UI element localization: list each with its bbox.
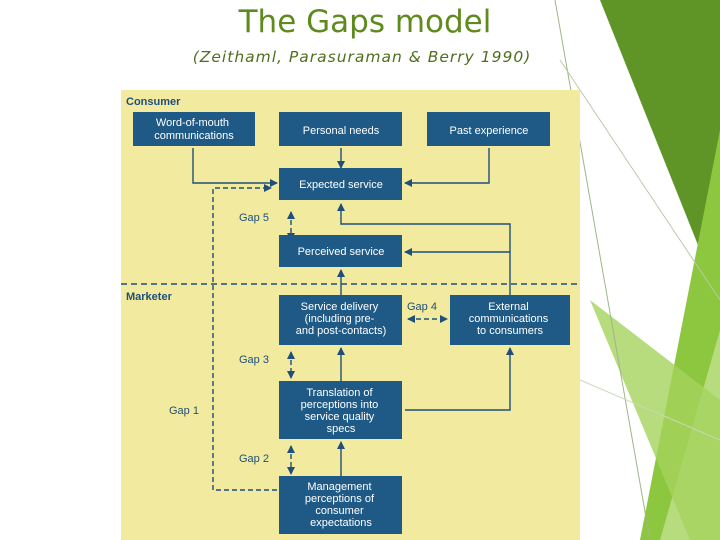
svg-text:Management perceptions o: Management perceptions of consumer expec… <box>305 481 377 529</box>
box-perceived-service-line-1: Perceived service <box>298 246 385 258</box>
deco-dark-green-shape <box>600 0 720 300</box>
box-service-delivery-line-3: and post-contacts) <box>296 325 387 337</box>
box-translation: Translation of perceptions into service … <box>279 381 402 439</box>
gap4-label: Gap 4 <box>407 301 437 313</box>
box-translation-line-3: service quality <box>305 411 375 423</box>
box-service-delivery-line-2: (including pre- <box>305 313 375 325</box>
svg-text:Service delivery (includ: Service delivery (including pre- and pos… <box>296 301 387 337</box>
arrow-past-experience-to-expected <box>404 148 490 187</box>
box-service-delivery: Service delivery (including pre- and pos… <box>279 295 402 345</box>
box-management-perceptions-line-1: Management <box>307 481 371 493</box>
deco-mid-green-shape <box>590 300 720 540</box>
svg-text:Past experience: Past experience <box>450 125 529 137</box>
box-expected-service: Expected service <box>279 168 402 200</box>
box-past-experience-line-1: Past experience <box>450 125 529 137</box>
box-external-communications-line-3: to consumers <box>477 325 544 337</box>
box-management-perceptions-line-4: expectations <box>310 517 372 529</box>
gap3-label: Gap 3 <box>239 354 269 366</box>
gap-connectors <box>212 184 448 491</box>
deco-line-3 <box>579 379 720 441</box>
box-translation-line-2: perceptions into <box>301 399 379 411</box>
marketer-label: Marketer <box>126 291 173 303</box>
box-past-experience: Past experience <box>427 112 550 146</box>
slide-subtitle: (Zeithaml, Parasuraman & Berry 1990) <box>192 48 532 66</box>
box-word-of-mouth-line-2: communications <box>154 130 234 142</box>
gap5-label: Gap 5 <box>239 212 269 224</box>
box-word-of-mouth: Word-of-mouth communications <box>133 112 255 146</box>
box-personal-needs: Personal needs <box>279 112 402 146</box>
svg-text:Translation of perceptio: Translation of perceptions into service … <box>301 387 382 435</box>
box-word-of-mouth-line-1: Word-of-mouth <box>156 117 229 129</box>
gap1-label: Gap 1 <box>169 405 199 417</box>
box-external-communications-line-2: communications <box>469 313 549 325</box>
svg-text:External communications: External communications to consumers <box>469 301 552 337</box>
box-management-perceptions-line-2: perceptions of <box>305 493 375 505</box>
box-management-perceptions: Management perceptions of consumer expec… <box>279 476 402 534</box>
box-perceived-service: Perceived service <box>279 235 402 267</box>
box-expected-service-line-1: Expected service <box>299 179 383 191</box>
arrow-translation-to-external-comms <box>405 347 514 411</box>
box-management-perceptions-line-3: consumer <box>315 505 364 517</box>
consumer-label: Consumer <box>126 96 181 108</box>
svg-text:Word-of-mouth communicat: Word-of-mouth communications <box>154 117 234 142</box>
gap1-dashed-loop <box>212 184 277 491</box>
box-external-communications: External communications to consumers <box>450 295 570 345</box>
deco-line-2 <box>559 59 720 301</box>
svg-text:Expected service: Expected service <box>299 179 383 191</box>
box-translation-line-1: Translation of <box>306 387 373 399</box>
svg-text:Perceived service: Perceived service <box>298 246 385 258</box>
arrow-word-of-mouth-to-expected <box>192 148 278 187</box>
gaps-model-diagram: Consumer Marketer Word-of-mouth communic… <box>121 90 580 540</box>
connectors <box>192 148 514 476</box>
arrow-external-comms-to-expected <box>337 203 511 252</box>
box-personal-needs-line-1: Personal needs <box>303 125 380 137</box>
gap2-label: Gap 2 <box>239 453 269 465</box>
slide-title: The Gaps model <box>238 4 492 40</box>
box-translation-line-4: specs <box>327 423 356 435</box>
box-service-delivery-line-1: Service delivery <box>301 301 379 313</box>
box-external-communications-line-1: External <box>488 301 528 313</box>
svg-text:Personal needs: Personal needs <box>303 125 380 137</box>
